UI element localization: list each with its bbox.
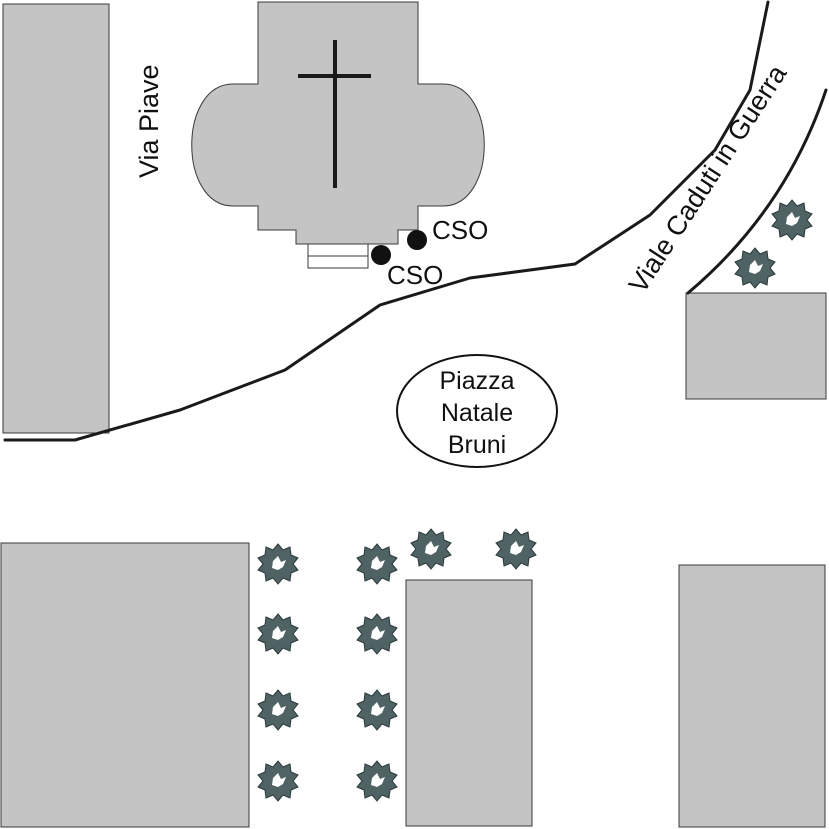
building-bottom-center	[405, 579, 533, 827]
building-right-small	[685, 292, 827, 400]
tree-icon	[257, 760, 299, 802]
tree-icon	[257, 613, 299, 655]
square-label-line1: Piazza	[439, 367, 514, 395]
street-label-via-piave: Via Piave	[134, 64, 164, 178]
road-via-piave-edge	[3, 0, 770, 442]
cso-marker-label: CSO	[387, 260, 443, 290]
church-building	[191, 1, 485, 269]
cso-marker-dot	[371, 245, 391, 265]
tree-icon	[410, 528, 452, 570]
tree-icon	[356, 543, 398, 585]
piazza-natale-bruni: Piazza Natale Bruni	[396, 354, 558, 468]
square-label-line2: Natale	[441, 399, 513, 427]
square-outline	[396, 354, 558, 468]
tree-icon	[257, 543, 299, 585]
cso-marker-label: CSO	[432, 215, 488, 245]
tree-icon	[356, 613, 398, 655]
tree-icon	[495, 528, 537, 570]
building-left-tall	[2, 3, 110, 434]
church-outline	[191, 1, 485, 245]
church-icon	[298, 40, 371, 188]
building-bottom-right	[678, 564, 826, 828]
tree-icon	[356, 689, 398, 731]
building-bottom-left	[0, 542, 250, 828]
cso-marker-dot	[407, 230, 427, 250]
tree-icon	[734, 247, 776, 289]
tree-icon	[771, 199, 813, 241]
cso-marker-2[interactable]: CSO	[371, 245, 443, 290]
church-steps	[307, 243, 369, 269]
tree-icon	[356, 760, 398, 802]
cso-marker-1[interactable]: CSO	[407, 215, 488, 250]
tree-icon	[257, 689, 299, 731]
road-viale-caduti-edge	[686, 88, 828, 295]
square-label-line3: Bruni	[448, 431, 506, 459]
